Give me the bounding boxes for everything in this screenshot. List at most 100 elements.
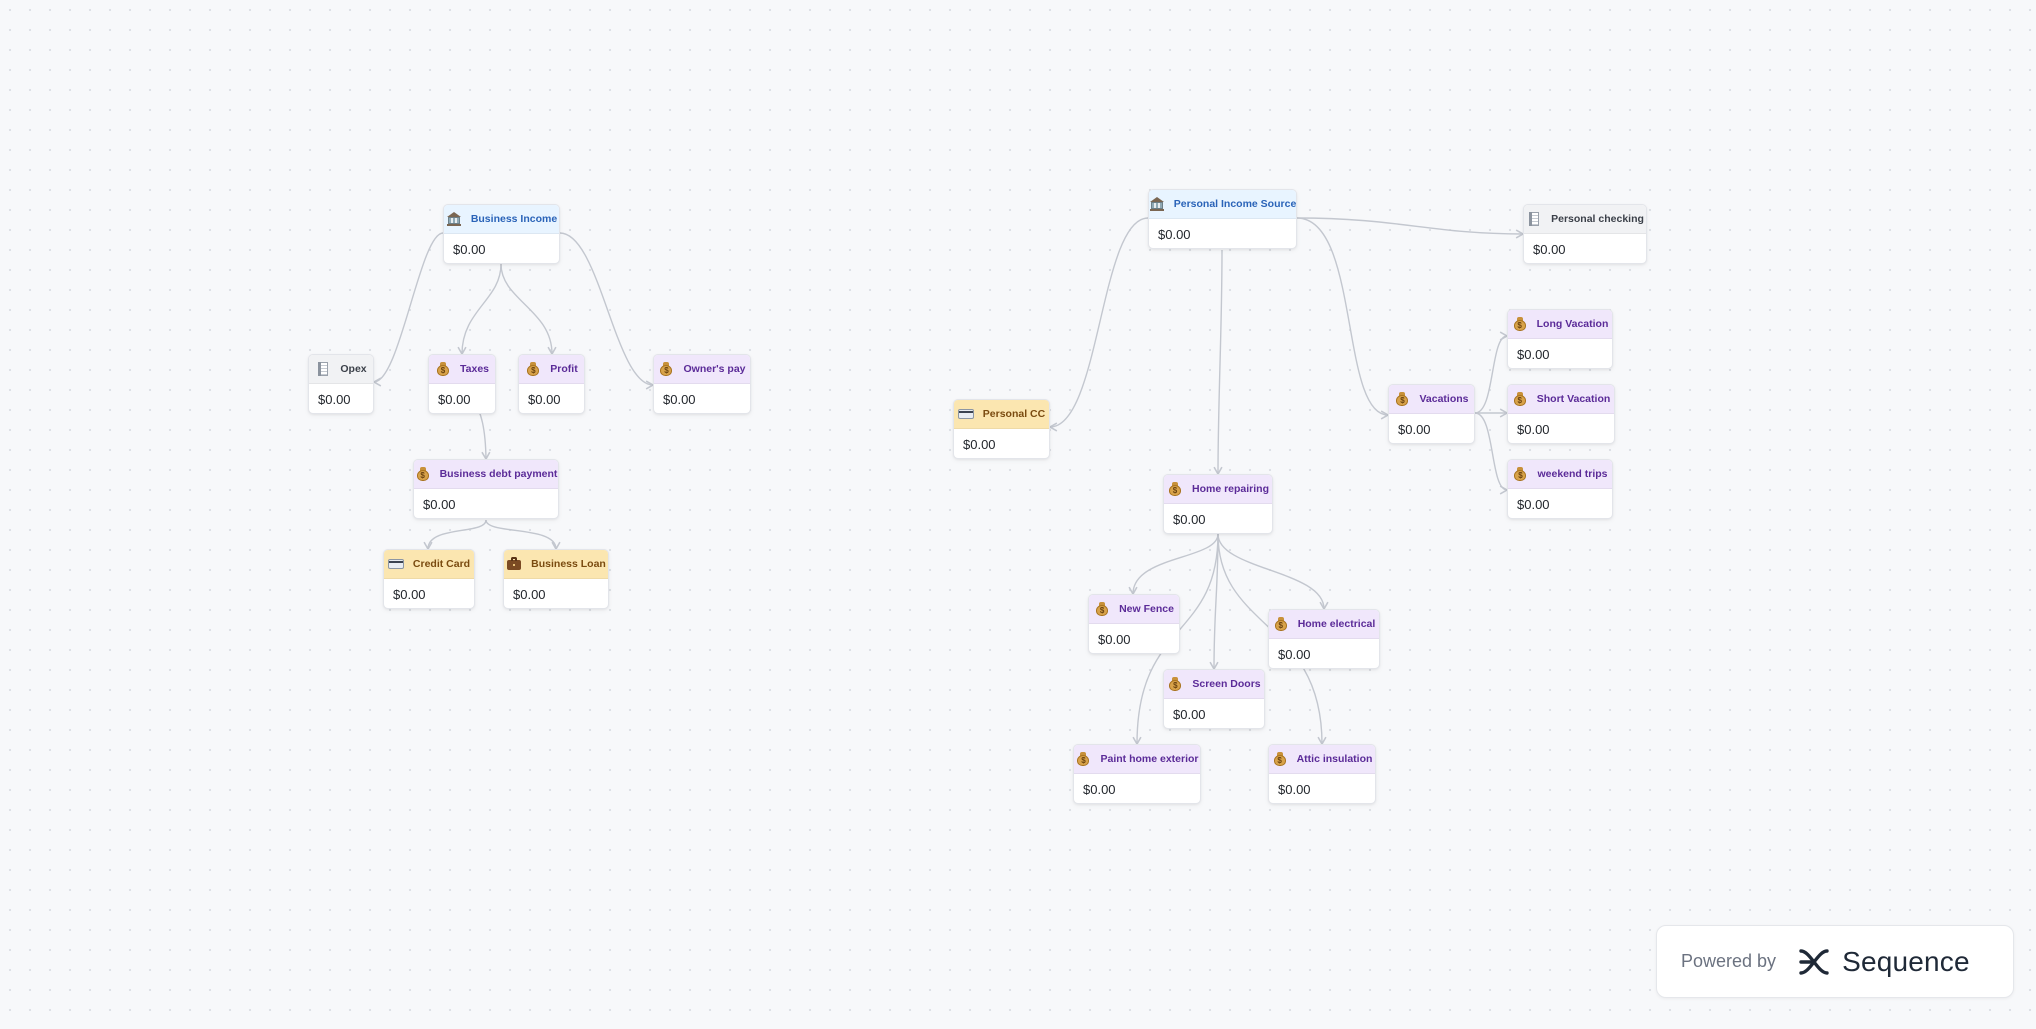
node-screen-doors[interactable]: $ Screen Doors $0.00 [1163,669,1265,729]
moneybag-icon: $ [1094,601,1110,617]
node-label: Taxes [460,363,489,375]
card-icon [387,556,404,572]
node-header: $ Business debt payment [414,460,558,489]
moneybag-icon: $ [1167,481,1183,497]
node-credit-card[interactable]: Credit Card $0.00 [383,549,475,609]
edge-business-debt-payment-business-loan [485,519,561,551]
moneybag-icon: $ [1167,676,1183,692]
node-label: Paint home exterior [1100,753,1199,765]
node-amount: $0.00 [453,242,486,257]
edge-vacations-long-vacation [1474,331,1509,414]
node-business-debt-payment[interactable]: $ Business debt payment $0.00 [413,459,559,519]
node-owners-pay[interactable]: $Owner's pay$0.00 [653,354,751,414]
node-personal-cc[interactable]: Personal CC$0.00 [953,399,1050,459]
node-amount: $0.00 [438,392,471,407]
node-weekend-trips[interactable]: $weekend trips$0.00 [1507,459,1613,519]
edge-business-debt-payment-credit-card [423,519,487,551]
node-amount: $0.00 [1098,632,1131,647]
node-header: Credit Card [384,550,474,579]
sequence-logo-icon [1799,948,1829,975]
node-label: Screen Doors [1192,678,1261,690]
node-header: Personal checking [1524,205,1646,234]
node-home-electrical[interactable]: $Home electrical$0.00 [1268,609,1380,669]
node-amount: $0.00 [423,497,456,512]
briefcase-icon [506,556,522,572]
moneybag-icon: $ [1512,391,1528,407]
node-taxes[interactable]: $ Taxes $0.00 [428,354,496,414]
moneybag-icon: $ [435,361,451,377]
powered-by-badge[interactable]: Powered by Sequence [1656,925,2014,998]
moneybag-icon: $ [415,466,431,482]
node-label: Personal checking [1551,213,1644,225]
bank-icon [446,211,462,227]
moneybag-icon: $ [1512,466,1528,482]
node-vacations[interactable]: $Vacations$0.00 [1388,384,1475,444]
node-amount: $0.00 [1533,242,1566,257]
node-label: New Fence [1119,603,1174,615]
node-header: $ Taxes [429,355,495,384]
node-label: Home repairing [1191,483,1270,495]
node-amount: $0.00 [963,437,996,452]
node-home-repairing[interactable]: $ Home repairing $0.00 [1163,474,1273,534]
node-header: $ New Fence [1089,595,1179,624]
node-label: Profit [550,363,578,375]
node-header: $ Screen Doors [1164,670,1264,699]
node-attic-insulation[interactable]: $Attic insulation$0.00 [1268,744,1376,804]
node-label: weekend trips [1537,468,1608,480]
node-header: $ Profit [519,355,584,384]
edge-personal-income-home-repairing [1213,249,1223,476]
node-amount: $0.00 [663,392,696,407]
node-amount: $0.00 [1158,227,1191,242]
node-amount: $0.00 [393,587,426,602]
node-header: Business Loan [504,550,608,579]
node-personal-income-source[interactable]: Personal Income Source $0.00 [1148,189,1297,249]
node-label: Personal Income Source [1173,198,1297,210]
node-header: $ Vacations [1389,385,1474,414]
node-header: Opex [309,355,373,384]
node-opex[interactable]: Opex $0.00 [308,354,374,414]
node-label: Opex [340,363,367,375]
edge-home-repairing-screen-doors [1209,533,1219,671]
node-label: Business Loan [531,558,606,570]
card-icon [957,406,974,422]
node-label: Home electrical [1297,618,1376,630]
edge-personal-income-personal-checking [1296,217,1525,239]
node-header: Business Income [444,205,559,234]
node-amount: $0.00 [1517,347,1550,362]
node-label: Attic insulation [1296,753,1373,765]
moneybag-icon: $ [1272,751,1288,767]
node-header: $ Home repairing [1164,475,1272,504]
node-personal-checking[interactable]: Personal checking $0.00 [1523,204,1647,264]
moneybag-icon: $ [1512,316,1528,332]
moneybag-icon: $ [1075,751,1091,767]
node-label: Short Vacation [1536,393,1611,405]
node-amount: $0.00 [1173,512,1206,527]
node-header: $ weekend trips [1508,460,1612,489]
edge-vacations-weekend-trips [1474,412,1509,495]
node-short-vacation[interactable]: $ Short Vacation $0.00 [1507,384,1615,444]
node-amount: $0.00 [1517,422,1550,437]
node-business-income[interactable]: Business Income $0.00 [443,204,560,264]
node-label: Long Vacation [1536,318,1609,330]
node-label: Vacations [1419,393,1469,405]
ledger-icon [315,361,331,377]
powered-by-text: Powered by [1681,951,1777,971]
node-new-fence[interactable]: $ New Fence $0.00 [1088,594,1180,654]
node-amount: $0.00 [1278,647,1311,662]
node-long-vacation[interactable]: $ Long Vacation $0.00 [1507,309,1613,369]
node-paint-home-exterior[interactable]: $Paint home exterior$0.00 [1073,744,1201,804]
node-label: Business debt payment [439,468,558,480]
moneybag-icon: $ [658,361,674,377]
moneybag-icon: $ [1394,391,1410,407]
node-amount: $0.00 [1173,707,1206,722]
moneybag-icon: $ [525,361,541,377]
edge-business-income-profit [500,263,557,356]
edge-home-repairing-new-fence [1128,533,1219,596]
ledger-icon [1526,211,1542,227]
node-amount: $0.00 [318,392,351,407]
node-profit[interactable]: $Profit$0.00 [518,354,585,414]
node-business-loan[interactable]: Business Loan $0.00 [503,549,609,609]
node-amount: $0.00 [513,587,546,602]
node-header: $ Attic insulation [1269,745,1375,774]
